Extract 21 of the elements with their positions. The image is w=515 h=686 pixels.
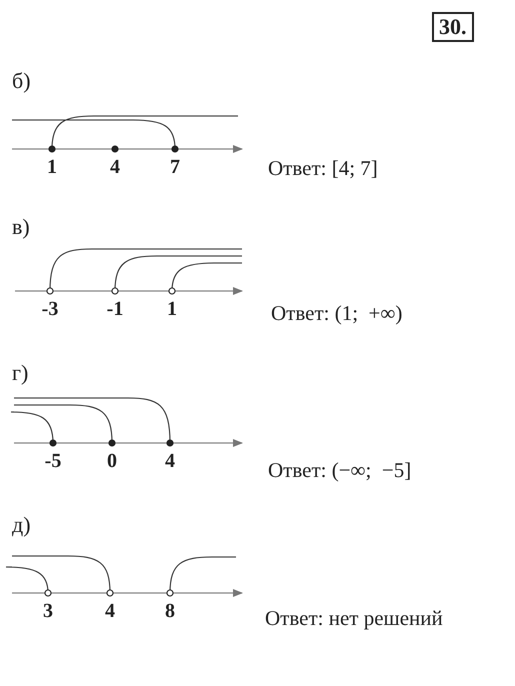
tick-label: 0: [107, 451, 117, 471]
tick-label: -3: [42, 299, 58, 319]
tick-label: 1: [47, 157, 57, 177]
tick-label: 1: [167, 299, 177, 319]
answer-text: Ответ: (1; +∞): [271, 303, 402, 324]
tick-label: -5: [44, 451, 62, 471]
tick-label: -1: [106, 299, 124, 319]
part-letter: в): [12, 216, 30, 238]
tick-label: 3: [43, 601, 53, 621]
answer-text: Ответ: нет решений: [265, 608, 443, 629]
answer-text: Ответ: (−∞; −5]: [268, 460, 412, 481]
tick-label: 4: [105, 601, 115, 621]
part-letter: б): [12, 70, 31, 92]
problem-number: 30.: [432, 12, 474, 42]
part-letter: г): [12, 362, 28, 384]
tick-label: 7: [170, 157, 180, 177]
answer-text: Ответ: [4; 7]: [268, 158, 378, 179]
tick-label: 4: [165, 451, 175, 471]
part-letter: д): [12, 514, 31, 536]
tick-label: 8: [165, 601, 175, 621]
tick-label: 4: [110, 157, 120, 177]
